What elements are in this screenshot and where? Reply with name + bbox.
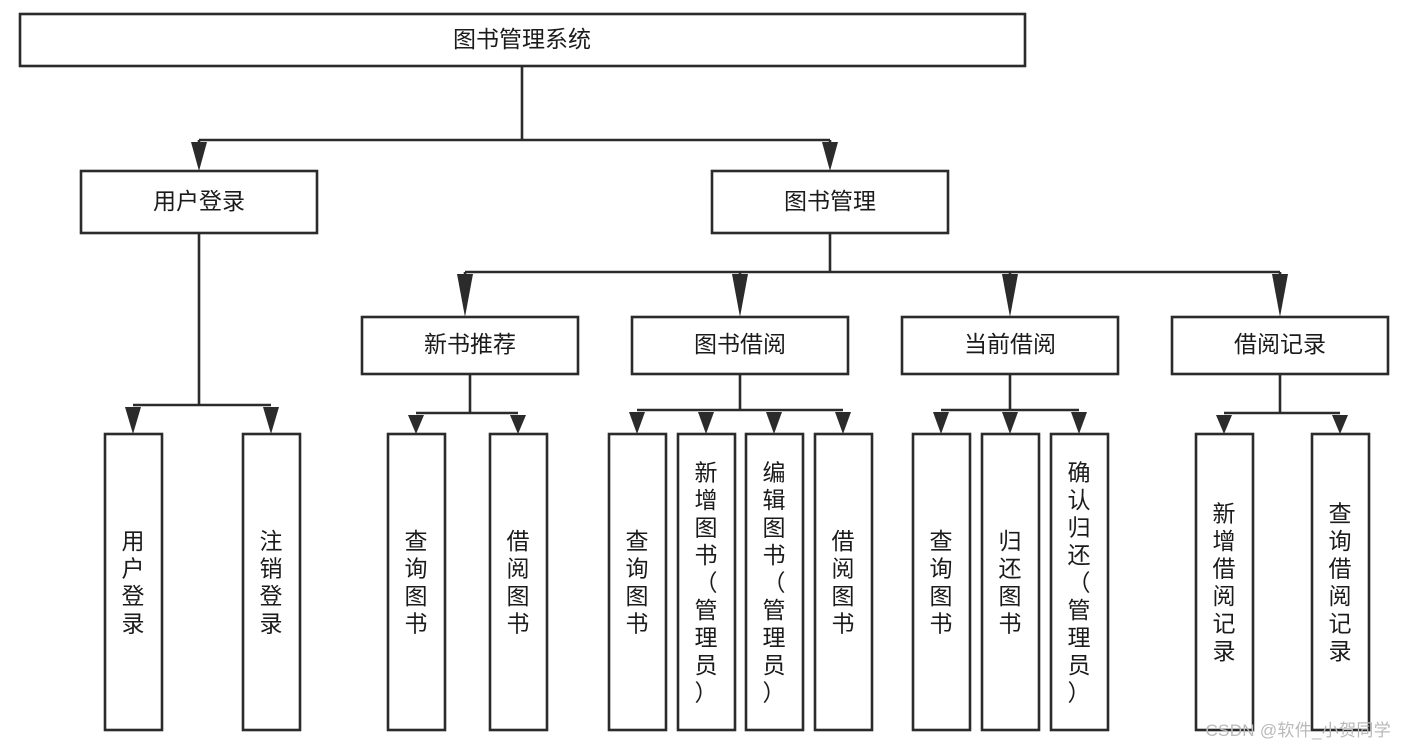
node-user-login-label: 用户登录 xyxy=(153,188,245,214)
arrow-head-leaf-logout-login xyxy=(263,407,279,434)
node-leaf-query-book-3-label: 查询图书 xyxy=(930,528,953,637)
node-new-book-recommend-label: 新书推荐 xyxy=(424,331,516,357)
node-leaf-borrow-book-1-box[interactable] xyxy=(488,432,549,732)
node-leaf-return-book-box[interactable] xyxy=(980,432,1041,732)
node-leaf-query-book-1-label: 查询图书 xyxy=(405,528,428,637)
node-leaf-borrow-book-1[interactable]: 借阅图书 xyxy=(488,432,549,732)
node-leaf-query-record[interactable]: 查询借阅记录 xyxy=(1310,432,1371,732)
node-leaf-edit-book-label: 编辑图书（管理员） xyxy=(763,459,786,705)
node-borrow-record[interactable]: 借阅记录 xyxy=(1170,315,1390,376)
node-leaf-user-login[interactable]: 用户登录 xyxy=(103,432,164,732)
arrow-head-leaf-borrow-book-1 xyxy=(510,415,526,434)
arrow-head-leaf-add-record xyxy=(1216,415,1232,434)
node-book-manage-label: 图书管理 xyxy=(784,188,876,214)
arrow-head-leaf-confirm-return xyxy=(1071,412,1087,434)
arrow-head-leaf-borrow-book-2 xyxy=(835,412,851,434)
node-leaf-query-book-2[interactable]: 查询图书 xyxy=(607,432,668,732)
node-leaf-logout-login-label: 注销登录 xyxy=(260,528,283,637)
arrow-head-leaf-query-book-3 xyxy=(933,412,949,434)
node-root-box[interactable] xyxy=(18,12,1027,68)
node-leaf-borrow-book-2[interactable]: 借阅图书 xyxy=(813,432,874,732)
node-new-book-recommend[interactable]: 新书推荐 xyxy=(360,315,580,376)
node-leaf-user-login-label: 用户登录 xyxy=(122,528,145,637)
node-leaf-add-record-box[interactable] xyxy=(1194,432,1255,732)
connector-group-newbook-to-leaves xyxy=(408,374,526,434)
node-leaf-return-book-label: 归还图书 xyxy=(999,528,1022,637)
node-leaf-borrow-book-2-box[interactable] xyxy=(813,432,874,732)
node-leaf-return-book[interactable]: 归还图书 xyxy=(980,432,1041,732)
arrow-head-leaf-query-book-1 xyxy=(408,415,424,434)
node-book-manage[interactable]: 图书管理 xyxy=(710,169,950,235)
node-user-login[interactable]: 用户登录 xyxy=(79,169,319,235)
arrow-head-leaf-add-book xyxy=(698,412,714,434)
node-book-manage-box[interactable] xyxy=(710,169,950,235)
arrow-head-leaf-return-book xyxy=(1002,412,1018,434)
arrow-head-user-login xyxy=(191,142,207,171)
arrow-head-borrow-record xyxy=(1272,274,1288,317)
node-user-login-box[interactable] xyxy=(79,169,319,235)
node-leaf-add-book-label: 新增图书（管理员） xyxy=(695,459,718,705)
node-leaf-add-record-label: 新增借阅记录 xyxy=(1213,501,1236,665)
connector-group-bookmanage-to-level3 xyxy=(457,233,1288,317)
node-root-book-management-system[interactable]: 图书管理系统 xyxy=(18,12,1027,68)
node-book-borrow[interactable]: 图书借阅 xyxy=(630,315,850,376)
node-borrow-record-label: 借阅记录 xyxy=(1234,331,1326,357)
node-leaf-add-record[interactable]: 新增借阅记录 xyxy=(1194,432,1255,732)
node-leaf-confirm-return-box[interactable] xyxy=(1049,432,1110,732)
node-leaf-query-book-2-box[interactable] xyxy=(607,432,668,732)
node-new-book-recommend-box[interactable] xyxy=(360,315,580,376)
node-root-label: 图书管理系统 xyxy=(453,26,591,52)
node-leaf-borrow-book-1-label: 借阅图书 xyxy=(507,528,530,637)
node-leaf-confirm-return[interactable]: 确认归还（管理员） xyxy=(1049,432,1110,732)
connector-group-root-to-level2 xyxy=(191,66,838,171)
arrow-head-leaf-query-record xyxy=(1332,415,1348,434)
node-leaf-logout-login-box[interactable] xyxy=(241,432,302,732)
arrow-head-leaf-edit-book xyxy=(766,412,782,434)
arrow-head-book-borrow xyxy=(732,274,748,317)
connector-group-borrowrecord-to-leaves xyxy=(1216,374,1348,434)
node-leaf-query-book-1-box[interactable] xyxy=(386,432,447,732)
node-leaf-query-record-label: 查询借阅记录 xyxy=(1329,501,1352,665)
node-leaf-add-book-box[interactable] xyxy=(676,432,737,732)
node-leaf-query-book-3-box[interactable] xyxy=(911,432,972,732)
node-leaf-confirm-return-label: 确认归还（管理员） xyxy=(1068,459,1091,705)
arrow-head-leaf-query-book-2 xyxy=(629,412,645,434)
node-leaf-logout-login[interactable]: 注销登录 xyxy=(241,432,302,732)
node-current-borrow-label: 当前借阅 xyxy=(964,331,1056,357)
csdn-watermark: CSDN @软件_小贺同学 xyxy=(1205,721,1391,740)
node-leaf-user-login-box[interactable] xyxy=(103,432,164,732)
connector-group-userlogin-to-leaves xyxy=(125,233,279,434)
arrow-head-leaf-user-login xyxy=(125,407,141,434)
node-leaf-add-book[interactable]: 新增图书（管理员） xyxy=(676,432,737,732)
arrow-head-current-borrow xyxy=(1002,274,1018,317)
node-leaf-query-book-1[interactable]: 查询图书 xyxy=(386,432,447,732)
node-leaf-borrow-book-2-label: 借阅图书 xyxy=(832,528,855,637)
node-book-borrow-label: 图书借阅 xyxy=(694,331,786,357)
arrow-head-new-book-recommend xyxy=(457,274,473,317)
arrow-head-book-manage xyxy=(822,142,838,171)
connector-group-bookborrow-to-leaves xyxy=(629,374,851,434)
node-leaf-query-book-2-label: 查询图书 xyxy=(626,528,649,637)
node-book-borrow-box[interactable] xyxy=(630,315,850,376)
node-current-borrow-box[interactable] xyxy=(900,315,1120,376)
node-leaf-query-record-box[interactable] xyxy=(1310,432,1371,732)
node-borrow-record-box[interactable] xyxy=(1170,315,1390,376)
node-leaf-edit-book[interactable]: 编辑图书（管理员） xyxy=(744,432,805,732)
node-leaf-edit-book-box[interactable] xyxy=(744,432,805,732)
node-leaf-query-book-3[interactable]: 查询图书 xyxy=(911,432,972,732)
node-current-borrow[interactable]: 当前借阅 xyxy=(900,315,1120,376)
connector-group-currentborrow-to-leaves xyxy=(933,374,1087,434)
